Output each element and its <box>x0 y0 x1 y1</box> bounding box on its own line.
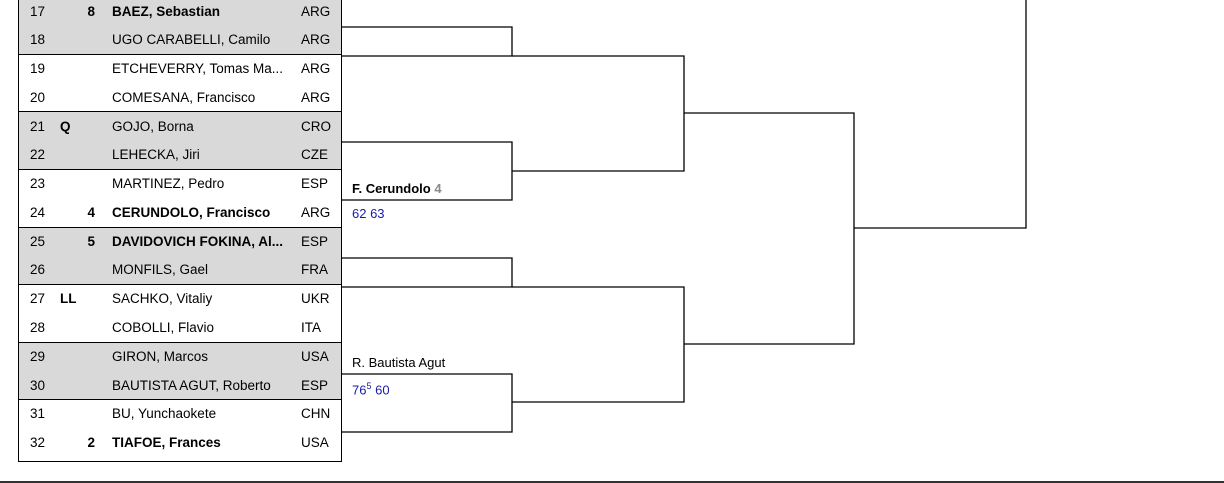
group-divider <box>19 54 341 55</box>
score-text: 62 63 <box>352 206 385 221</box>
seed-label: 8 <box>87 4 95 19</box>
country-code: ARG <box>301 4 331 19</box>
seed-label: 5 <box>87 234 95 249</box>
match-score: 62 63 <box>352 206 385 221</box>
group-divider <box>19 111 341 112</box>
country-code: CHN <box>301 406 331 421</box>
winner-name: R. Bautista Agut <box>352 355 446 370</box>
draw-position: 26 <box>30 262 46 277</box>
group-divider <box>19 227 341 228</box>
group-divider <box>19 342 341 343</box>
r1-connector <box>342 373 513 433</box>
r2-connector <box>512 55 685 172</box>
country-code: ARG <box>301 90 331 105</box>
draw-position: 27 <box>30 291 46 306</box>
seed-label: 2 <box>87 435 95 450</box>
r3-connector <box>684 112 855 345</box>
score-text-rest: 60 <box>371 382 390 398</box>
country-code: ARG <box>301 32 331 47</box>
draw-position: 28 <box>30 320 46 335</box>
winner-name: F. Cerundolo <box>352 181 431 196</box>
draw-position: 25 <box>30 234 46 249</box>
draw-position: 17 <box>30 4 46 19</box>
r1-connector <box>342 26 513 57</box>
draw-position: 19 <box>30 61 46 76</box>
draw-position: 32 <box>30 435 46 450</box>
draw-position: 24 <box>30 205 46 220</box>
country-code: CRO <box>301 119 331 134</box>
draw-position: 31 <box>30 406 46 421</box>
country-code: ESP <box>301 378 329 393</box>
r1-connector <box>342 257 513 288</box>
match-winner-label[interactable]: R. Bautista Agut <box>352 355 445 370</box>
tiebreak-score: 5 <box>366 381 372 391</box>
r2-connector <box>512 286 685 403</box>
r4-connector <box>854 0 1027 229</box>
seed-label: 4 <box>87 205 95 220</box>
winner-seed: 4 <box>434 181 442 196</box>
draw-position: 30 <box>30 378 46 393</box>
country-code: ARG <box>301 61 331 76</box>
draw-position: 29 <box>30 349 46 364</box>
country-code: CZE <box>301 147 328 162</box>
country-code: ESP <box>301 176 329 191</box>
group-divider <box>19 284 341 285</box>
country-code: USA <box>301 349 329 364</box>
country-code: FRA <box>301 262 328 277</box>
seed-label: LL <box>60 291 77 306</box>
seed-label: Q <box>60 119 71 134</box>
match-winner-label[interactable]: F. Cerundolo 4 <box>352 181 442 196</box>
group-divider <box>19 399 341 400</box>
country-code: ARG <box>301 205 331 220</box>
draw-position: 20 <box>30 90 46 105</box>
divider <box>0 481 1224 483</box>
country-code: USA <box>301 435 329 450</box>
draw-position: 18 <box>30 32 46 47</box>
draw-position: 21 <box>30 119 46 134</box>
draw-position: 23 <box>30 176 46 191</box>
country-code: ESP <box>301 234 329 249</box>
draw-position: 22 <box>30 147 46 162</box>
country-code: UKR <box>301 291 330 306</box>
group-divider <box>19 169 341 170</box>
match-score: 765 60 <box>352 381 390 397</box>
score-text: 76 <box>352 382 367 398</box>
country-code: ITA <box>301 320 321 335</box>
